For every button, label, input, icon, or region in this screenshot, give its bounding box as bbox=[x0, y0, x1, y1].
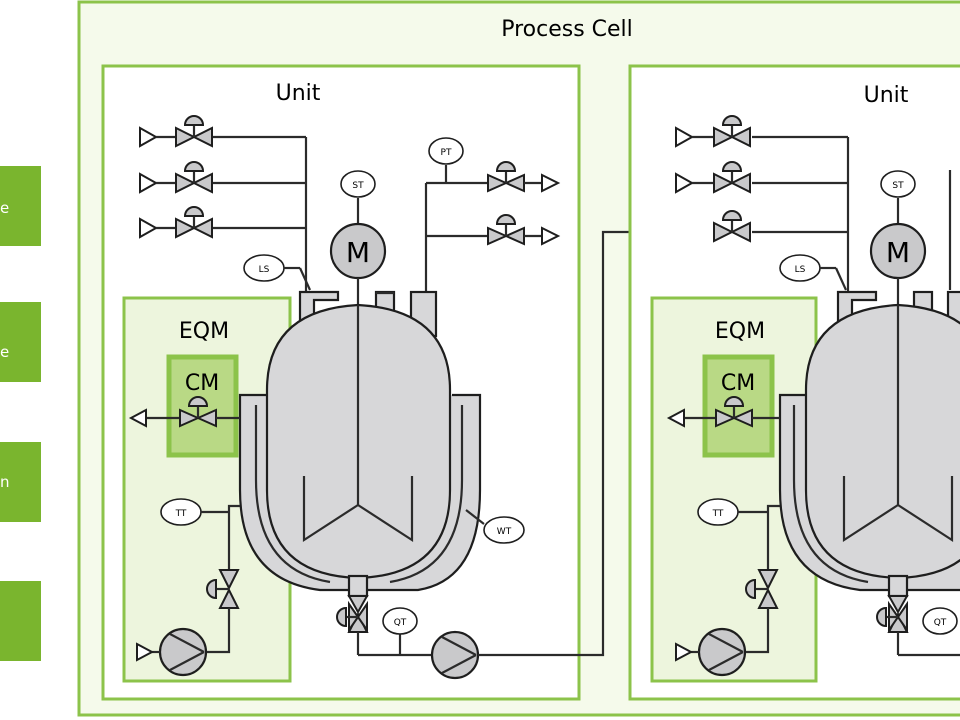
tt-sensor-tag[interactable]: TT bbox=[160, 498, 229, 526]
inlet-valve-1[interactable] bbox=[139, 115, 213, 148]
motor[interactable]: M bbox=[329, 222, 387, 280]
jacket-valve[interactable] bbox=[745, 569, 779, 609]
outlet-lines bbox=[424, 165, 488, 293]
cm-title: CM bbox=[721, 371, 755, 396]
control-module[interactable]: CM bbox=[128, 354, 240, 458]
qt-label: QT bbox=[934, 618, 947, 628]
reactor-vessel[interactable] bbox=[238, 290, 482, 598]
motor-label: M bbox=[346, 236, 370, 269]
unit-2: Unit EQM bbox=[628, 64, 960, 701]
unit-1: Unit EQM bbox=[101, 64, 581, 701]
inlet-valve-3[interactable] bbox=[139, 206, 213, 239]
outlet-valve-2[interactable] bbox=[487, 214, 561, 246]
sidebar-box-label: e bbox=[0, 199, 9, 217]
sidebar-box-label: e bbox=[0, 343, 9, 361]
process-cell-title: Process Cell bbox=[501, 17, 633, 42]
unit-title: Unit bbox=[864, 83, 909, 108]
reactor-vessel[interactable] bbox=[778, 290, 960, 598]
ls-label: LS bbox=[795, 265, 806, 275]
transfer-pump[interactable] bbox=[430, 630, 480, 680]
drain-valve[interactable] bbox=[876, 595, 909, 634]
inlet-valve-1[interactable] bbox=[675, 115, 751, 148]
control-module[interactable]: CM bbox=[666, 354, 780, 458]
jacket-valve[interactable] bbox=[206, 569, 240, 609]
qt-sensor-tag[interactable]: QT bbox=[922, 607, 958, 635]
ls-sensor-tag[interactable]: LS bbox=[779, 254, 848, 291]
st-sensor-tag[interactable]: ST bbox=[880, 170, 916, 198]
wt-label: WT bbox=[497, 527, 512, 537]
tt-label: TT bbox=[712, 509, 724, 519]
sidebar-box-3[interactable]: n bbox=[0, 442, 41, 522]
drain-valve[interactable] bbox=[336, 595, 369, 634]
outlet-valve-1[interactable] bbox=[487, 161, 561, 193]
pt-sensor-tag[interactable]: PT bbox=[428, 137, 464, 165]
inlet-lines bbox=[213, 135, 308, 293]
sidebar: e e n bbox=[0, 166, 41, 661]
ls-sensor-tag[interactable]: LS bbox=[243, 254, 312, 291]
motor[interactable]: M bbox=[869, 222, 927, 280]
inlet-lines bbox=[752, 135, 850, 293]
ls-label: LS bbox=[259, 265, 270, 275]
st-sensor-tag[interactable]: ST bbox=[340, 170, 376, 198]
tt-sensor-tag[interactable]: TT bbox=[697, 498, 768, 526]
sidebar-box-2[interactable]: e bbox=[0, 302, 41, 382]
qt-sensor-tag[interactable]: QT bbox=[382, 607, 418, 635]
pt-label: PT bbox=[441, 148, 452, 158]
wt-sensor-tag[interactable]: WT bbox=[465, 509, 525, 544]
tt-label: TT bbox=[175, 509, 187, 519]
sidebar-box-4[interactable] bbox=[0, 581, 41, 661]
jacket-pump[interactable] bbox=[136, 627, 208, 677]
unit-title: Unit bbox=[276, 81, 321, 106]
cm-title: CM bbox=[185, 371, 219, 396]
sidebar-box-label: n bbox=[0, 473, 10, 491]
qt-label: QT bbox=[394, 618, 407, 628]
jacket-pump[interactable] bbox=[675, 627, 747, 677]
motor-label: M bbox=[886, 236, 910, 269]
inlet-valve-3[interactable] bbox=[713, 210, 751, 243]
eqm-title: EQM bbox=[715, 319, 765, 344]
st-label: ST bbox=[892, 181, 904, 191]
sidebar-box-1[interactable]: e bbox=[0, 166, 41, 246]
inlet-valve-2[interactable] bbox=[675, 161, 751, 194]
st-label: ST bbox=[352, 181, 364, 191]
eqm-title: EQM bbox=[179, 319, 229, 344]
inlet-valve-2[interactable] bbox=[139, 161, 213, 194]
